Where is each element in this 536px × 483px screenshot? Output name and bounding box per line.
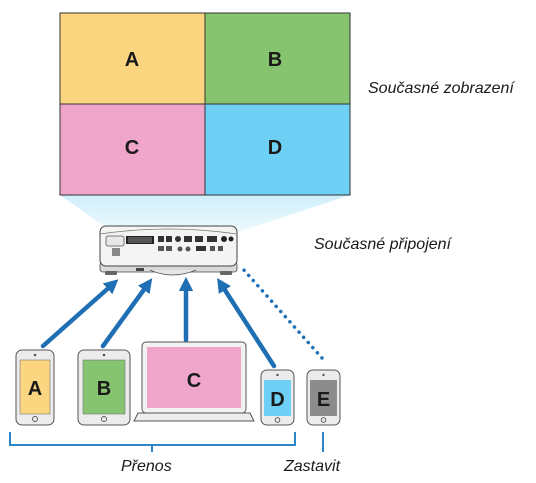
quadrant-label-b: B bbox=[268, 49, 282, 71]
current-display-caption: Současné zobrazení bbox=[368, 80, 514, 97]
device-label-d: D bbox=[270, 389, 284, 411]
transmit-caption: Přenos bbox=[121, 458, 172, 475]
arrow-device-a bbox=[40, 279, 119, 349]
inactive-link-e bbox=[241, 267, 324, 360]
screen-quadrant-d bbox=[205, 104, 350, 195]
transmit-group-bracket bbox=[9, 432, 296, 452]
phone-device-e: E bbox=[306, 369, 341, 426]
screen-quadrant-a bbox=[60, 13, 205, 104]
phone-device-d: D bbox=[260, 369, 295, 426]
device-label-e: E bbox=[317, 389, 330, 411]
projector bbox=[99, 225, 238, 276]
arrow-device-b bbox=[100, 278, 153, 349]
device-label-c: C bbox=[187, 370, 201, 392]
tablet-device-a: A bbox=[15, 349, 55, 426]
screen-quadrant-b bbox=[205, 13, 350, 104]
laptop-device-c: C bbox=[133, 341, 255, 422]
device-label-a: A bbox=[28, 378, 42, 400]
arrow-device-d bbox=[217, 277, 277, 369]
device-label-b: B bbox=[97, 378, 111, 400]
projection-beam bbox=[60, 195, 350, 232]
current-connection-caption: Současné připojení bbox=[314, 236, 451, 253]
projected-screen: A B C D bbox=[59, 12, 351, 196]
tablet-device-b: B bbox=[77, 349, 131, 426]
transmit-arrows bbox=[40, 276, 277, 369]
stop-caption: Zastavit bbox=[284, 458, 341, 475]
quadrant-label-c: C bbox=[125, 137, 139, 159]
quadrant-label-a: A bbox=[125, 49, 139, 71]
screen-quadrant-c bbox=[60, 104, 205, 195]
quadrant-label-d: D bbox=[268, 137, 282, 159]
